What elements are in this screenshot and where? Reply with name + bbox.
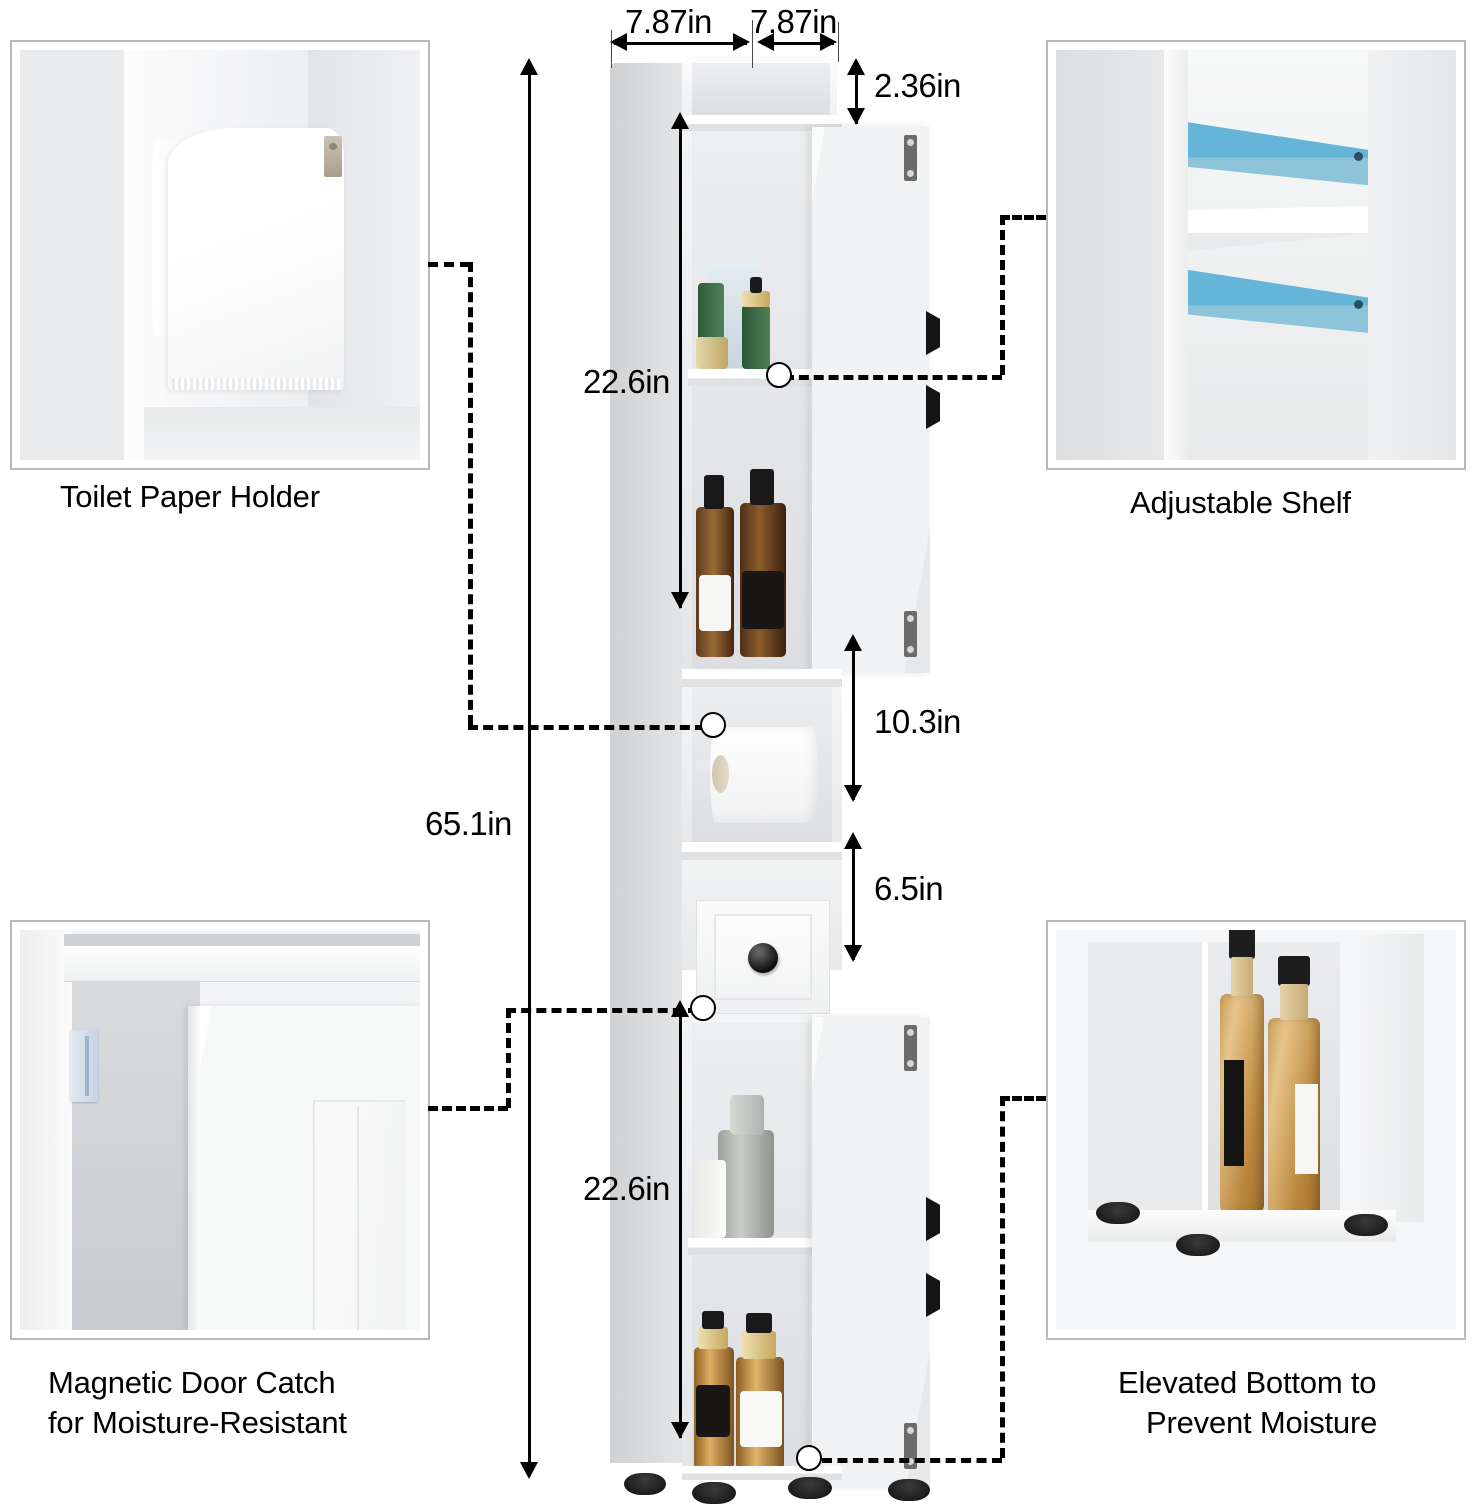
- cabinet-foot-icon: [1344, 1214, 1388, 1236]
- callout-dot-toilet-paper-holder: [700, 712, 726, 738]
- shelf-peg-icon: [1353, 300, 1363, 310]
- door-hinge-icon: [904, 611, 917, 657]
- caption-toilet-paper-holder: Toilet Paper Holder: [60, 479, 320, 514]
- niche-bottom-shelf: [682, 842, 842, 860]
- feature-panel-elevated-bottom: [1046, 920, 1466, 1340]
- bottle-label-icon: [696, 1385, 730, 1437]
- bottle-label-icon: [742, 571, 784, 629]
- shelf-peg-icon: [1353, 152, 1363, 162]
- arrow-lower-cabinet-height: [679, 1006, 682, 1438]
- lower-cabinet-door[interactable]: [812, 1017, 930, 1487]
- cabinet-foot-icon: [1176, 1234, 1220, 1256]
- callout-line-magnetic-door-catch: [428, 1106, 508, 1111]
- mid-divider-shelf: [682, 669, 842, 687]
- cabinet-foot-icon: [888, 1479, 930, 1501]
- dim-label-depth-side: 7.87in: [750, 3, 837, 40]
- door-hinge-icon: [904, 1025, 917, 1071]
- callout-line-elevated-bottom: [1000, 1096, 1046, 1101]
- adjustable-shelf-photo: [1056, 50, 1456, 460]
- arrow-total-height: [528, 66, 531, 1476]
- arrow-top-shelf-height: [855, 62, 858, 124]
- feature-panel-adjustable-shelf: [1046, 40, 1466, 470]
- feature-panel-magnetic-door-catch: [10, 920, 430, 1340]
- callout-line-elevated-bottom: [1000, 1096, 1005, 1458]
- arrow-width-front: [614, 42, 747, 45]
- grey-pump-bottle-icon: [718, 1130, 774, 1238]
- cabinet-foot-icon: [692, 1482, 736, 1504]
- callout-line-adjustable-shelf: [784, 375, 1002, 380]
- magnetic-catch-icon: [70, 1030, 98, 1102]
- door-edge-tab-icon: [926, 1197, 940, 1241]
- callout-dot-elevated-bottom: [796, 1445, 822, 1471]
- callout-line-adjustable-shelf: [1000, 215, 1046, 220]
- white-bottle-icon: [694, 1160, 726, 1238]
- callout-line-toilet-paper-holder: [428, 262, 470, 267]
- amber-bottle-icon: [1220, 930, 1264, 1214]
- callout-line-adjustable-shelf: [1000, 215, 1005, 375]
- bottle-label-icon: [699, 575, 731, 631]
- dim-label-lower-cabinet-height: 22.6in: [583, 1170, 670, 1207]
- toilet-paper-holder-photo: [20, 50, 420, 460]
- cabinet-side-panel: [610, 63, 682, 1463]
- lower-interior-shelf: [688, 1238, 814, 1255]
- caption-elevated-bottom-line1: Elevated Bottom to: [1118, 1365, 1377, 1400]
- callout-line-magnetic-door-catch: [506, 1008, 698, 1013]
- pump-head-icon: [730, 1095, 764, 1135]
- toilet-paper-core-icon: [712, 755, 729, 793]
- callout-line-magnetic-door-catch: [506, 1008, 511, 1108]
- callout-line-toilet-paper-holder: [468, 262, 473, 725]
- arrow-drawer-height: [852, 838, 855, 960]
- dim-label-upper-cabinet-height: 22.6in: [583, 363, 670, 400]
- ext-line-top-right: [838, 22, 839, 62]
- top-shelf-cavity: [692, 63, 830, 115]
- dim-label-open-niche-height: 10.3in: [874, 703, 961, 740]
- caption-elevated-bottom-line2: Prevent Moisture: [1146, 1405, 1378, 1440]
- caption-magnetic-door-catch-line2: for Moisture-Resistant: [48, 1405, 347, 1440]
- caption-magnetic-door-catch-line1: Magnetic Door Catch: [48, 1365, 336, 1400]
- ext-line-top-mid: [752, 20, 753, 68]
- callout-line-toilet-paper-holder: [468, 725, 705, 730]
- drawer-front[interactable]: [696, 900, 830, 1014]
- dim-label-width-front: 7.87in: [625, 3, 712, 40]
- arrow-depth-side: [762, 42, 834, 45]
- cabinet-door-icon: [188, 1006, 420, 1330]
- door-edge-tab-icon: [926, 1273, 940, 1317]
- arrow-upper-cabinet-height: [679, 118, 682, 608]
- upper-cabinet-door[interactable]: [812, 127, 930, 673]
- feature-panel-toilet-paper-holder: [10, 40, 430, 470]
- bottle-label-icon: [740, 1391, 782, 1447]
- magnetic-door-catch-photo: [20, 930, 420, 1330]
- caption-adjustable-shelf: Adjustable Shelf: [1130, 485, 1351, 520]
- top-shelf-board: [682, 115, 842, 131]
- callout-dot-adjustable-shelf: [766, 362, 792, 388]
- green-bottle-icon: [742, 305, 770, 369]
- door-hinge-icon: [904, 135, 917, 181]
- door-edge-tab-icon: [926, 311, 940, 355]
- drawer-knob-icon[interactable]: [748, 943, 778, 973]
- cabinet-foot-icon: [624, 1473, 666, 1495]
- dim-label-top-shelf-height: 2.36in: [874, 67, 961, 104]
- toilet-paper-rod-icon: [696, 760, 718, 769]
- cabinet-foot-icon: [1096, 1202, 1140, 1224]
- amber-bottle-icon: [1268, 956, 1320, 1218]
- dim-label-total-height: 65.1in: [425, 805, 512, 842]
- cream-jar-icon: [696, 337, 728, 369]
- door-edge-tab-icon: [926, 385, 940, 429]
- dim-label-drawer-height: 6.5in: [874, 870, 944, 907]
- arrow-open-niche-height: [852, 640, 855, 800]
- elevated-bottom-photo: [1056, 930, 1456, 1330]
- callout-dot-magnetic-door-catch: [690, 995, 716, 1021]
- product-illustration: [600, 55, 960, 1504]
- paper-holder-bracket-icon: [324, 136, 342, 178]
- callout-line-elevated-bottom: [822, 1458, 1002, 1463]
- cabinet-foot-icon: [788, 1477, 832, 1499]
